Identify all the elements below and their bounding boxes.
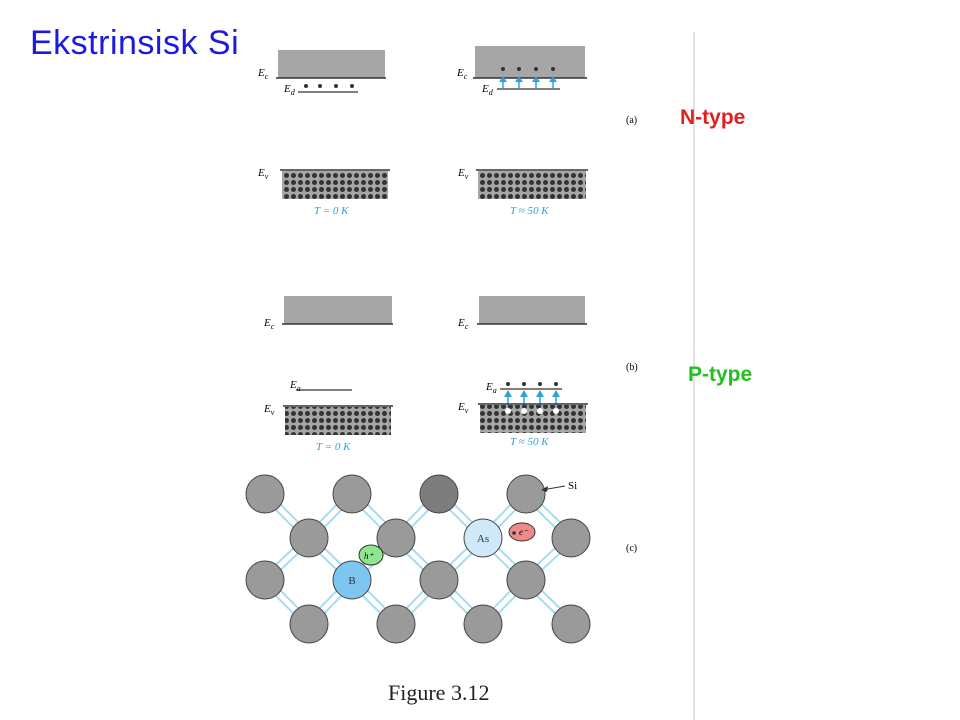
temp-label-50k: T ≈ 50 K xyxy=(510,436,549,448)
panel-b-left: Ec Ea Ev T = 0 K xyxy=(263,296,393,453)
ec-label: Ec xyxy=(456,67,468,81)
panel-label-b: (b) xyxy=(626,362,638,373)
slide-title: Ekstrinsisk Si xyxy=(30,24,240,62)
lattice-atoms: AsB xyxy=(245,474,591,644)
si-atom xyxy=(506,560,546,600)
ev-label: Ev xyxy=(257,167,269,181)
conduction-band xyxy=(284,296,392,324)
hole-label: h⁺ xyxy=(364,551,375,561)
b-acceptor-atom xyxy=(332,560,372,600)
excitation-arrows xyxy=(499,76,557,88)
panel-a-left: Ec Ed Ev T = 0 K xyxy=(257,50,390,217)
figure-caption: Figure 3.12 xyxy=(388,680,489,705)
temp-label-50k: T ≈ 50 K xyxy=(510,205,549,217)
si-atom xyxy=(463,604,503,644)
ea-label: Ea xyxy=(485,381,497,395)
conduction-band xyxy=(475,46,585,78)
si-atom xyxy=(289,518,329,558)
si-atom xyxy=(551,604,591,644)
acceptor-electrons xyxy=(506,382,558,386)
si-atom xyxy=(289,604,329,644)
si-atom xyxy=(419,560,459,600)
temp-label-0k: T = 0 K xyxy=(314,205,349,217)
si-atom xyxy=(376,604,416,644)
conduction-band xyxy=(479,296,585,324)
n-type-label: N-type xyxy=(680,106,745,129)
ea-label: Ea xyxy=(289,379,301,393)
panel-label-c: (c) xyxy=(626,543,637,554)
si-atom xyxy=(376,518,416,558)
p-type-label: P-type xyxy=(688,363,752,386)
si-pointer-arrow xyxy=(541,486,548,492)
si-label: Si xyxy=(568,480,577,492)
ec-label: Ec xyxy=(457,317,469,331)
as-donor-atom xyxy=(463,518,503,558)
si-atom xyxy=(332,474,372,514)
valence-electrons xyxy=(480,405,586,433)
ev-label: Ev xyxy=(457,167,469,181)
si-atom xyxy=(551,518,591,558)
panel-a-right: Ec Ed Ev T ≈ 50 K xyxy=(456,46,588,217)
ec-label: Ec xyxy=(263,317,275,331)
si-atom xyxy=(245,474,285,514)
si-atom xyxy=(419,474,459,514)
panel-label-a: (a) xyxy=(626,115,637,126)
ev-label: Ev xyxy=(457,401,469,415)
holes xyxy=(505,408,559,414)
free-electron xyxy=(508,522,536,542)
si-atom xyxy=(506,474,546,514)
ed-label: Ed xyxy=(283,83,296,97)
conduction-electrons xyxy=(501,67,555,71)
valence-electrons xyxy=(282,171,388,199)
electron-label: e⁻ xyxy=(519,527,529,537)
b-atom-label: B xyxy=(348,575,355,587)
free-hole xyxy=(358,544,384,566)
as-atom-label: As xyxy=(477,533,489,545)
ec-label: Ec xyxy=(257,67,269,81)
panel-b-right: Ec Ea Ev T ≈ 50 K xyxy=(457,296,588,448)
conduction-band xyxy=(278,50,385,78)
electron-dot xyxy=(512,531,516,535)
temp-label-0k: T = 0 K xyxy=(316,441,351,453)
valence-electrons xyxy=(285,407,391,435)
donor-electrons xyxy=(304,84,354,88)
ed-label: Ed xyxy=(481,83,494,97)
ev-label: Ev xyxy=(263,403,275,417)
valence-electrons xyxy=(478,171,586,199)
si-atom xyxy=(245,560,285,600)
